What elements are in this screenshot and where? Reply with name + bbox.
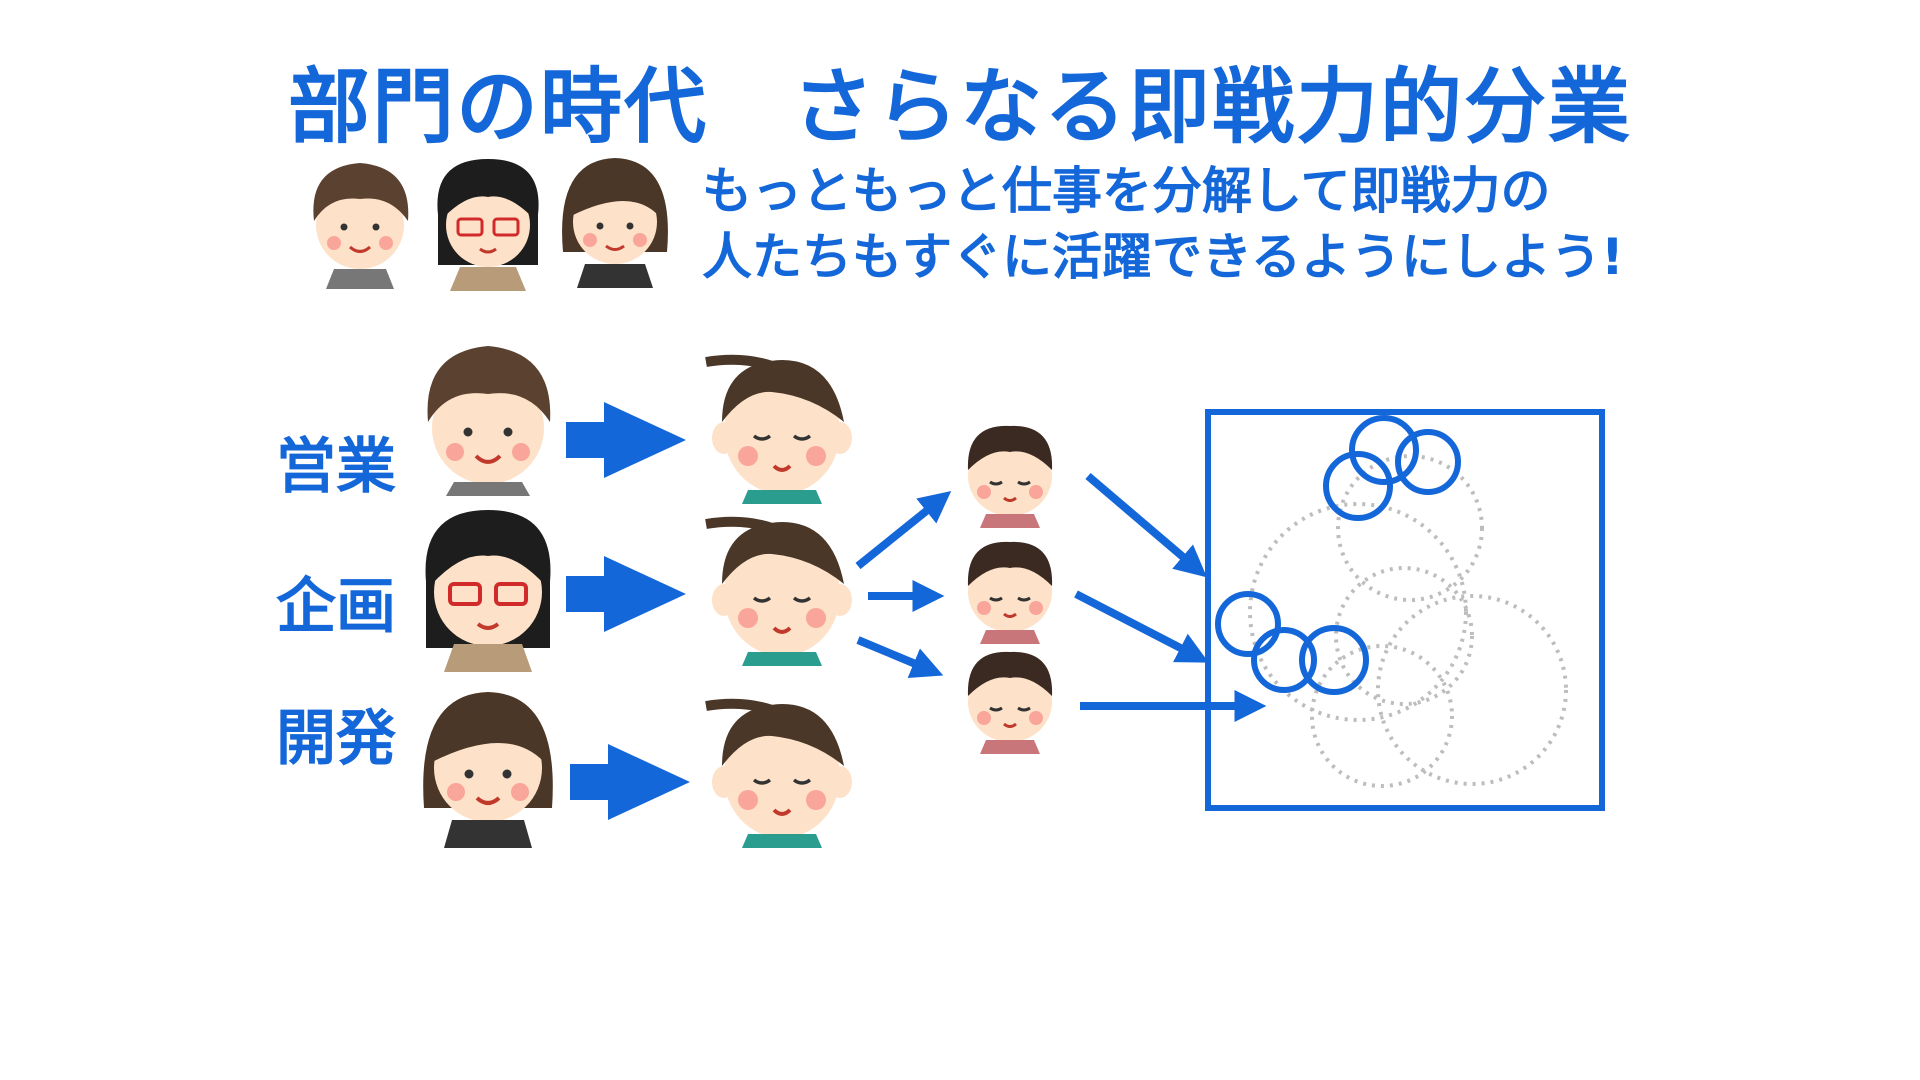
child-face-icon bbox=[967, 541, 1053, 644]
child-face-icon bbox=[967, 651, 1053, 754]
woman-glasses-face-icon bbox=[437, 159, 539, 291]
arrow-sales-to-generalist bbox=[566, 402, 686, 478]
man-smiling-face-icon bbox=[705, 698, 852, 848]
arrow-junior-2-to-box bbox=[1074, 590, 1209, 663]
man-smiling-face-icon bbox=[705, 354, 852, 504]
page-title: 部門の時代 さらなる即戦力的分業 bbox=[287, 60, 1632, 155]
task-area-dotted-circles bbox=[1248, 454, 1568, 788]
task-small-circles bbox=[1215, 415, 1461, 695]
man-brown-hair-face-icon bbox=[313, 163, 409, 289]
arrow-development-to-generalist bbox=[570, 744, 690, 820]
woman-planning-glasses-face-icon bbox=[425, 510, 551, 672]
department-label-planning: 企画 bbox=[276, 572, 396, 642]
work-scope-box bbox=[1205, 409, 1605, 811]
arrow-generalist-to-junior-1 bbox=[855, 490, 952, 570]
arrow-generalist-to-junior-3 bbox=[856, 636, 944, 678]
subtitle-line-1: もっともっと仕事を分解して即戦力の bbox=[702, 162, 1551, 220]
department-label-development: 開発 bbox=[276, 704, 396, 774]
department-label-sales: 営業 bbox=[276, 432, 396, 502]
subtitle-line-2: 人たちもすぐに活躍できるようにしよう! bbox=[702, 228, 1624, 286]
arrow-junior-1-to-box bbox=[1085, 472, 1207, 578]
man-sales-face-icon bbox=[427, 346, 551, 496]
woman-long-hair-face-icon bbox=[562, 158, 668, 288]
subtitle: もっともっと仕事を分解して即戦力の 人たちもすぐに活躍できるようにしよう! bbox=[702, 158, 1624, 290]
man-smiling-face-icon bbox=[705, 516, 852, 666]
child-face-icon bbox=[967, 425, 1053, 528]
woman-development-face-icon bbox=[423, 692, 553, 848]
arrow-planning-to-generalist bbox=[566, 556, 686, 632]
